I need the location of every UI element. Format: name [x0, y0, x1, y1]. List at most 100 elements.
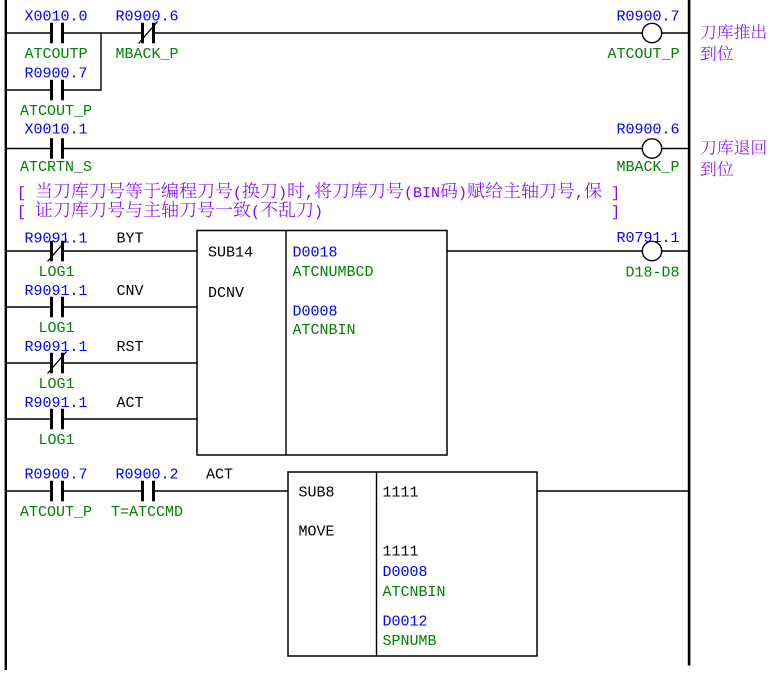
- cjk-glyph: [280, 186, 285, 201]
- function-block-sub8-move[interactable]: SUB8 MOVE 1111 1111 D0008 ATCNBIN D0012 …: [287, 471, 538, 657]
- cjk-glyph: [143, 182, 161, 199]
- contact-address-label: R9091.1: [25, 339, 88, 356]
- cjk-glyph: [717, 161, 734, 177]
- cjk-glyph: [233, 201, 251, 218]
- cjk-glyph: [717, 45, 734, 61]
- coil-symbol-label: MBACK_P: [616, 159, 679, 176]
- contact-nc-slash: [138, 21, 158, 44]
- block-input-signal-label: CNV: [117, 283, 144, 300]
- contact-bar-left: [50, 240, 53, 262]
- contact-address-label: R9091.1: [25, 230, 88, 247]
- cjk-glyph: [467, 182, 485, 199]
- block-name: MOVE: [299, 523, 335, 540]
- cjk-glyph: [414, 187, 422, 198]
- function-block-border: [196, 229, 448, 456]
- cjk-glyph: [539, 183, 556, 199]
- contact-bar-left: [141, 480, 144, 502]
- cjk-glyph: [368, 183, 385, 199]
- cjk-glyph: [503, 182, 521, 198]
- coil-symbol-label: D18-D8: [625, 264, 679, 281]
- contact-symbol-label: MBACK_P: [116, 46, 179, 63]
- contact-r0900-2[interactable]: R0900.2T=ATCCMD: [111, 466, 183, 521]
- cjk-glyph: [314, 182, 332, 199]
- contact-bar-right: [61, 138, 64, 159]
- cjk-glyph: [278, 201, 296, 218]
- coil-address-label: R0900.6: [616, 121, 679, 138]
- block-param-address: D0008: [383, 564, 428, 581]
- cjk-glyph: [700, 45, 716, 61]
- block-param-value: 1111: [383, 543, 419, 560]
- block-input-signal-label: ACT: [206, 466, 233, 483]
- power-rail-left: [4, 0, 7, 670]
- block-param-address: D0018: [293, 244, 338, 261]
- contact-bar-left: [141, 22, 144, 44]
- cjk-glyph: [350, 181, 368, 199]
- contact-bar-left: [50, 408, 53, 430]
- cjk-glyph: [752, 139, 766, 155]
- cjk-glyph: [717, 139, 733, 155]
- cjk-glyph: [576, 194, 581, 200]
- function-block-sub14-dcnv[interactable]: SUB14 DCNV D0018 ATCNUMBCD D0008 ATCNBIN: [196, 229, 448, 456]
- block-input-signal-label: RST: [117, 339, 144, 356]
- block-input-signal-label: BYT: [117, 230, 144, 247]
- contact-symbol-label: LOG1: [39, 264, 75, 281]
- cjk-glyph: [179, 202, 196, 218]
- cjk-glyph: [143, 201, 161, 217]
- contact-address-label: X0010.0: [25, 8, 88, 25]
- contact-symbol-label: ATCRTN_S: [20, 159, 92, 176]
- cjk-glyph: [316, 205, 321, 220]
- cjk-glyph: [700, 161, 716, 177]
- cjk-glyph: [584, 182, 602, 199]
- cjk-glyph: [612, 186, 617, 201]
- cjk-glyph: [432, 187, 439, 198]
- cjk-glyph: [440, 182, 458, 199]
- coil-circle: [641, 138, 663, 159]
- block-param-symbol: ATCNUMBCD: [293, 264, 374, 281]
- cjk-glyph: [71, 200, 89, 218]
- contact-address-label: R0900.2: [116, 466, 179, 483]
- contact-bar-right: [61, 240, 64, 262]
- cjk-glyph: [53, 183, 70, 199]
- contact-address-label: R0900.7: [25, 466, 88, 483]
- cjk-glyph: [751, 24, 766, 40]
- block-param-symbol: SPNUMB: [383, 633, 437, 650]
- coil-description-line-1: [700, 139, 766, 155]
- contact-bar-left: [50, 480, 53, 502]
- contact-bar-right: [61, 408, 64, 430]
- contact-bar-left: [50, 352, 53, 374]
- cjk-glyph: [20, 205, 25, 220]
- contact-bar-right: [152, 22, 155, 44]
- cjk-glyph: [734, 139, 750, 155]
- coil-circle: [641, 22, 663, 44]
- cjk-glyph: [717, 23, 733, 40]
- cjk-glyph: [125, 201, 142, 218]
- contact-symbol-label: T=ATCCMD: [111, 504, 183, 521]
- block-param-symbol: ATCNBIN: [383, 584, 446, 601]
- contact-nc-slash: [47, 351, 67, 374]
- cjk-glyph: [20, 186, 25, 201]
- contact-bar-right: [61, 480, 64, 502]
- cjk-glyph: [125, 182, 143, 199]
- cjk-glyph: [242, 182, 260, 199]
- cjk-glyph: [260, 201, 278, 218]
- contact-bar-left: [50, 22, 53, 44]
- coil-address-label: R0900.7: [616, 8, 679, 25]
